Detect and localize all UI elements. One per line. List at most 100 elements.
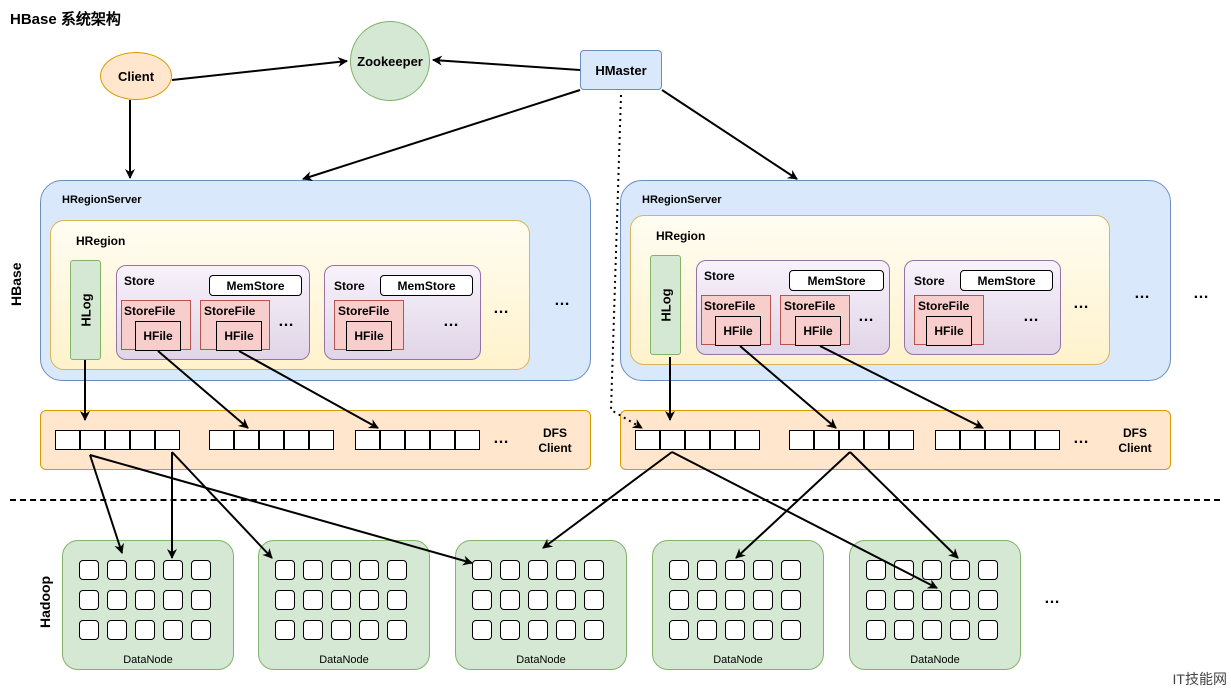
dfs-block (355, 430, 380, 450)
datanode-block (275, 590, 295, 610)
datanode-label: DataNode (319, 654, 369, 666)
client-to-zookeeper-arrow (171, 57, 348, 81)
store-2b-label: Store (914, 274, 945, 288)
hfile-2a-1: HFile (715, 316, 761, 346)
datanode-block (107, 620, 127, 640)
dfs-block (259, 430, 284, 450)
dfs-block (814, 430, 839, 450)
datanode-block (163, 590, 183, 610)
watermark: IT技能网 (1172, 671, 1227, 687)
hfile-1a-1: HFile (135, 321, 181, 351)
datanode-block (359, 590, 379, 610)
diagram-title: HBase 系统架构 (10, 11, 121, 28)
datanode-block (922, 590, 942, 610)
datanode-block (894, 590, 914, 610)
ellipsis: … (1073, 430, 1090, 447)
datanode-block (303, 620, 323, 640)
dfs-block (130, 430, 155, 450)
dfs1-to-dn2-arrow (171, 451, 273, 559)
dfs-block (209, 430, 234, 450)
datanode-label: DataNode (516, 654, 566, 666)
datanode-block (950, 560, 970, 580)
hfile1a1-to-dfs-arrow (157, 350, 249, 429)
dfs-block (430, 430, 455, 450)
dfs-block (685, 430, 710, 450)
hbase-hadoop-divider (10, 499, 1220, 501)
datanode-block (866, 560, 886, 580)
dfs1-to-dn3-arrow (89, 454, 473, 566)
ellipsis: … (858, 308, 875, 325)
hlog-2: HLog (650, 255, 681, 355)
dfs-block (309, 430, 334, 450)
memstore-2a: MemStore (789, 270, 884, 291)
ellipsis: … (493, 430, 510, 447)
dfs-block (985, 430, 1010, 450)
hmaster-to-zookeeper-arrow (432, 55, 581, 71)
client-node: Client (100, 52, 172, 100)
store-1a-label: Store (124, 274, 155, 288)
datanode-block (331, 620, 351, 640)
dfs-block (80, 430, 105, 450)
datanode-block (584, 620, 604, 640)
datanode-block (191, 590, 211, 610)
hmaster-to-dfs2-dotted-arrow (609, 94, 643, 429)
datanode-block (472, 560, 492, 580)
datanode-block (978, 590, 998, 610)
datanode-block (725, 560, 745, 580)
datanode-block (79, 620, 99, 640)
datanode-block (191, 620, 211, 640)
ellipsis: … (493, 300, 510, 317)
datanode-block (753, 560, 773, 580)
ellipsis: … (278, 313, 295, 330)
storefile-2b-1-label: StoreFile (918, 299, 970, 313)
hfile2a1-to-dfs-arrow (739, 345, 837, 429)
dfs-block (660, 430, 685, 450)
datanode-block (163, 560, 183, 580)
datanode-block (556, 590, 576, 610)
dfs-block (710, 430, 735, 450)
datanode-block (584, 590, 604, 610)
dfs-block (789, 430, 814, 450)
ellipsis: … (1023, 308, 1040, 325)
dfs2-to-dn5-arrow-a (849, 451, 959, 559)
datanode-block (275, 620, 295, 640)
datanode-block (697, 620, 717, 640)
datanode-block (978, 620, 998, 640)
store-2a-label: Store (704, 269, 735, 283)
hfile-1b-1: HFile (346, 321, 392, 351)
hfile-2b-1: HFile (926, 316, 972, 346)
datanode-block (500, 590, 520, 610)
hregion-2-label: HRegion (656, 229, 706, 243)
dfs-block (55, 430, 80, 450)
datanode-label: DataNode (123, 654, 173, 666)
dfs-block (1010, 430, 1035, 450)
ellipsis: … (1193, 285, 1210, 302)
dfs-block (960, 430, 985, 450)
datanode-block (866, 590, 886, 610)
memstore-1b: MemStore (380, 275, 473, 296)
region-server-1-label: HRegionServer (62, 194, 142, 206)
datanode-block (697, 590, 717, 610)
dfs-block (234, 430, 259, 450)
storefile-1a-1-label: StoreFile (124, 304, 176, 318)
storefile-2a-1-label: StoreFile (704, 299, 756, 313)
datanode-block (387, 560, 407, 580)
datanode-block (781, 590, 801, 610)
hfile-2a-2: HFile (795, 316, 841, 346)
datanode-block (669, 560, 689, 580)
ellipsis: … (554, 292, 571, 309)
dfs-block (935, 430, 960, 450)
dfs-block (105, 430, 130, 450)
datanode-block (528, 590, 548, 610)
ellipsis: … (1044, 590, 1061, 607)
datanode-block (387, 590, 407, 610)
memstore-1a: MemStore (209, 275, 302, 296)
memstore-2b: MemStore (960, 270, 1053, 291)
ellipsis: … (443, 313, 460, 330)
datanode-block (191, 560, 211, 580)
dfs2-to-dn5-arrow-b (671, 451, 938, 589)
ellipsis: … (1073, 295, 1090, 312)
datanode-block (725, 590, 745, 610)
